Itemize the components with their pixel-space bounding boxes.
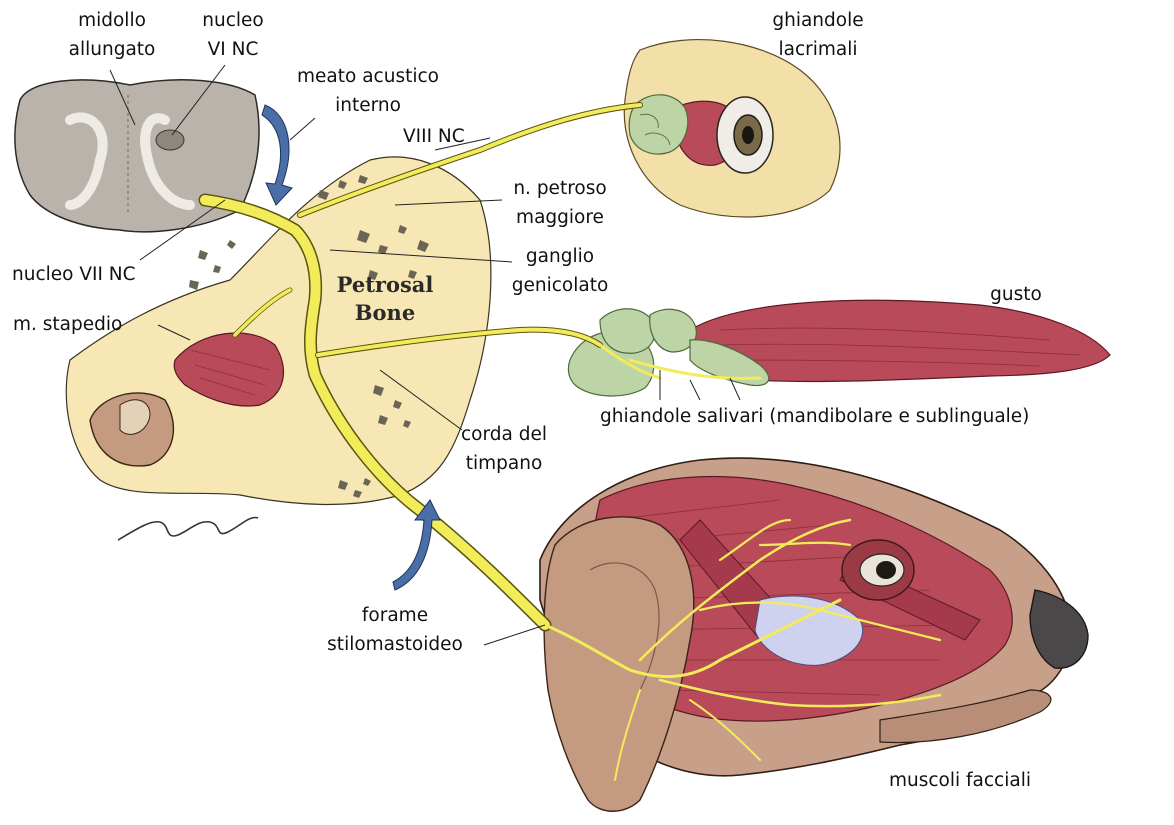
label-petroso-2: maggiore <box>516 207 604 228</box>
label-corda-2: timpano <box>466 453 543 474</box>
label-petroso-1: n. petroso <box>513 178 606 199</box>
label-facciali: muscoli facciali <box>889 770 1031 791</box>
label-viii-nc: VIII NC <box>403 126 465 147</box>
label-nucleo-vii: nucleo VII NC <box>12 264 136 285</box>
label-salivari: ghiandole salivari (mandibolare e sublin… <box>600 406 1029 427</box>
label-ganglio-1: ganglio <box>526 246 594 267</box>
label-nucleo-vi-2: VI NC <box>208 39 259 60</box>
label-midollo-2: allungato <box>69 39 156 60</box>
label-midollo-1: midollo <box>78 10 146 31</box>
label-nucleo-vi-1: nucleo <box>202 10 263 31</box>
eye-region <box>624 40 840 217</box>
dog-head <box>540 458 1088 811</box>
petrosal-bone-label-2: Bone <box>355 300 415 325</box>
label-lacrimali-2: lacrimali <box>778 39 857 60</box>
label-stapedio: m. stapedio <box>13 314 122 335</box>
label-gusto: gusto <box>990 284 1042 305</box>
label-forame-1: forame <box>362 605 428 626</box>
label-corda-1: corda del <box>461 424 547 445</box>
meatus-arrow <box>262 105 292 205</box>
petrosal-bone-label-1: Petrosal <box>337 272 434 297</box>
label-meato-1: meato acustico <box>297 66 439 87</box>
label-lacrimali-1: ghiandole <box>772 10 863 31</box>
label-forame-2: stilomastoideo <box>327 634 463 655</box>
artist-signature <box>118 517 258 540</box>
label-ganglio-2: genicolato <box>512 275 609 296</box>
label-meato-2: interno <box>335 95 401 116</box>
tongue-region <box>568 300 1110 396</box>
